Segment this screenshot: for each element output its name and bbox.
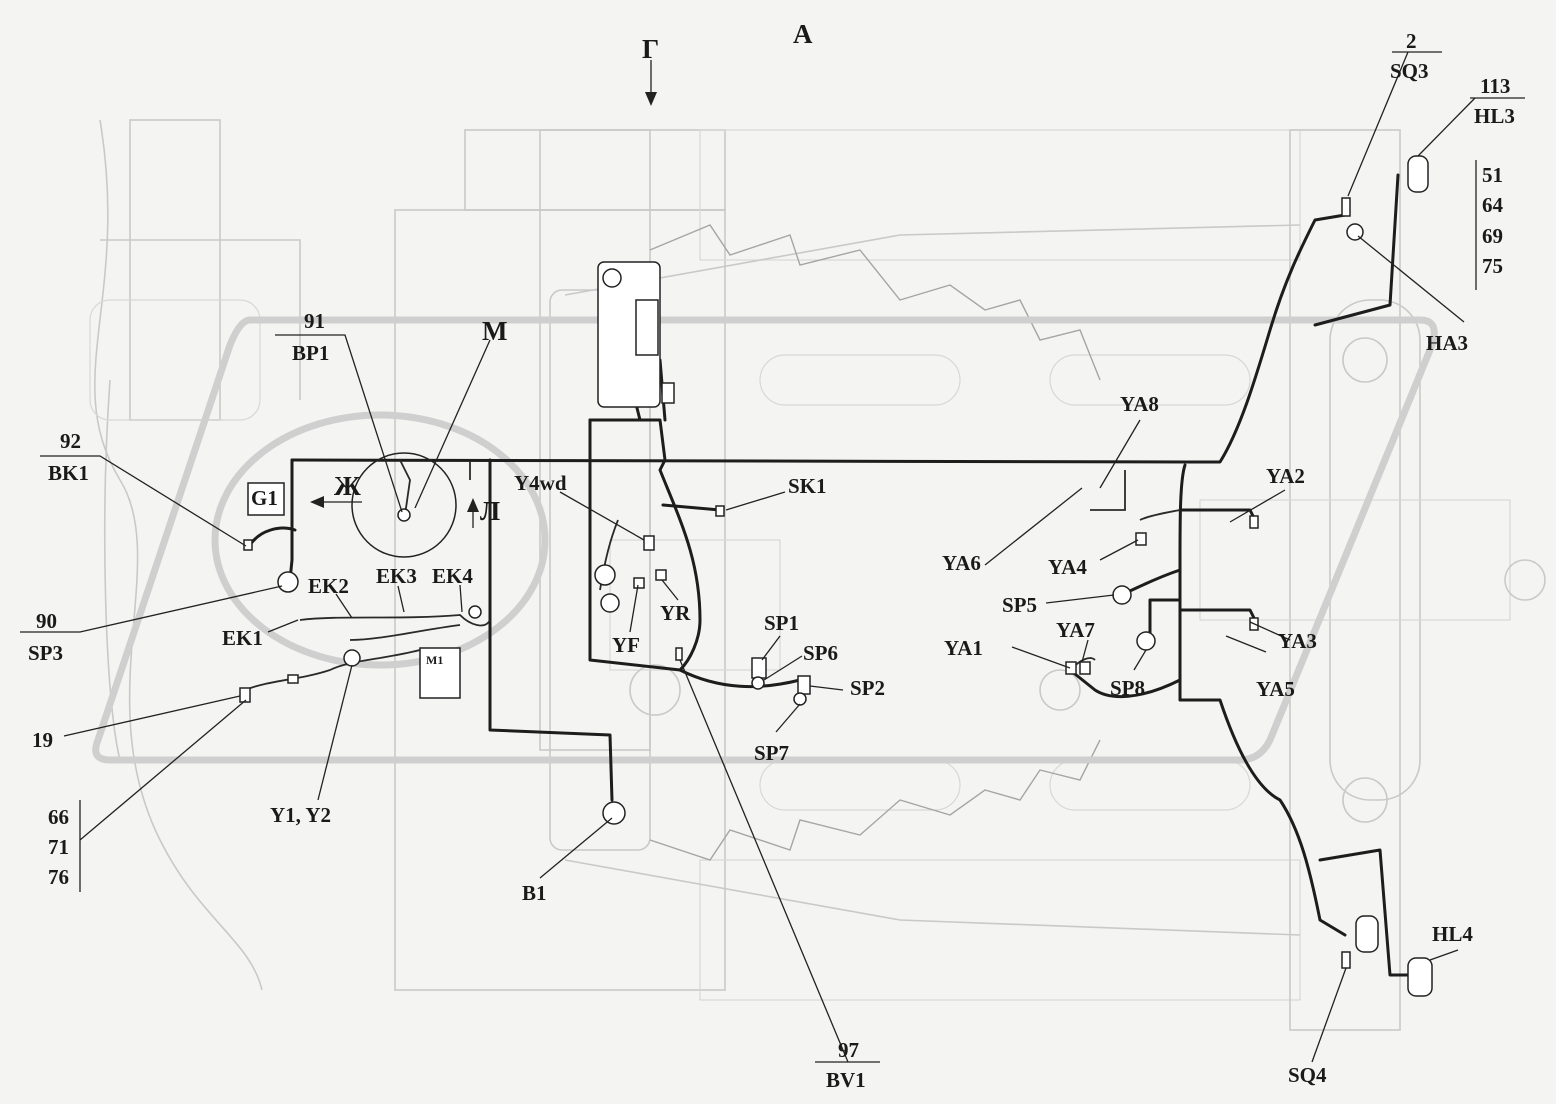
- ya6-label: YA6: [942, 551, 981, 575]
- hl3-code-label: HL3: [1474, 104, 1515, 128]
- n19-label: 19: [32, 728, 53, 752]
- ha3-label: HA3: [1426, 331, 1468, 355]
- harness: [244, 173, 1412, 977]
- m1-label: M1: [426, 653, 443, 667]
- view-a-label: А: [793, 19, 813, 49]
- bk1-num-label: 92: [60, 429, 81, 453]
- y4wd-label: Y4wd: [514, 471, 567, 495]
- sq3-num-label: 2: [1406, 29, 1417, 53]
- bk1-code-label: BK1: [48, 461, 89, 485]
- y1y2-label: Y1, Y2: [270, 803, 331, 827]
- ya5-label: YA5: [1256, 677, 1295, 701]
- sp5-label: SP5: [1002, 593, 1037, 617]
- sp1-label: SP1: [764, 611, 799, 635]
- bv1-code-label: BV1: [826, 1068, 866, 1092]
- n71-label: 71: [48, 835, 69, 859]
- sp8-label: SP8: [1110, 676, 1145, 700]
- leader-lines: [20, 51, 1525, 1063]
- ek1-label: EK1: [222, 626, 263, 650]
- bp1-num-label: 91: [304, 309, 325, 333]
- ya7-label: YA7: [1056, 618, 1095, 642]
- ya2-label: YA2: [1266, 464, 1305, 488]
- view-g-label: Г: [642, 34, 659, 64]
- hl3-num-label: 113: [1480, 74, 1510, 98]
- bv1-num-label: 97: [838, 1038, 859, 1062]
- yf-label: YF: [612, 633, 640, 657]
- ya1-label: YA1: [944, 636, 983, 660]
- g1-label: G1: [251, 486, 278, 510]
- yr-label: YR: [660, 601, 691, 625]
- n66-label: 66: [48, 805, 69, 829]
- view-m-label: М: [482, 316, 507, 346]
- n69-label: 69: [1482, 224, 1503, 248]
- labels: А Г Ж Л М 92 BK1 91 BP1 G1 90 SP3 EK1 EK…: [28, 19, 1515, 1092]
- chassis-outline: [89, 119, 1546, 1031]
- view-zh-label: Ж: [334, 471, 361, 501]
- n76-label: 76: [48, 865, 69, 889]
- view-l-label: Л: [480, 496, 500, 526]
- watermark: [92, 316, 1438, 764]
- n51-label: 51: [1482, 163, 1503, 187]
- sp7-label: SP7: [754, 741, 789, 765]
- ek4-label: EK4: [432, 564, 473, 588]
- sq3-code-label: SQ3: [1390, 59, 1429, 83]
- ek2-label: EK2: [308, 574, 349, 598]
- sk1-label: SK1: [788, 474, 827, 498]
- n75-label: 75: [1482, 254, 1503, 278]
- sp6-label: SP6: [803, 641, 838, 665]
- sp3-code-label: SP3: [28, 641, 63, 665]
- n64-label: 64: [1482, 193, 1504, 217]
- b1-label: B1: [522, 881, 547, 905]
- sp2-label: SP2: [850, 676, 885, 700]
- hl4-label: HL4: [1432, 922, 1473, 946]
- bp1-code-label: BP1: [292, 341, 329, 365]
- components: [239, 155, 1433, 997]
- ek3-label: EK3: [376, 564, 417, 588]
- ya8-label: YA8: [1120, 392, 1159, 416]
- ya4-label: YA4: [1048, 555, 1087, 579]
- ya3-label: YA3: [1278, 629, 1317, 653]
- sp3-num-label: 90: [36, 609, 57, 633]
- sq4-label: SQ4: [1288, 1063, 1327, 1087]
